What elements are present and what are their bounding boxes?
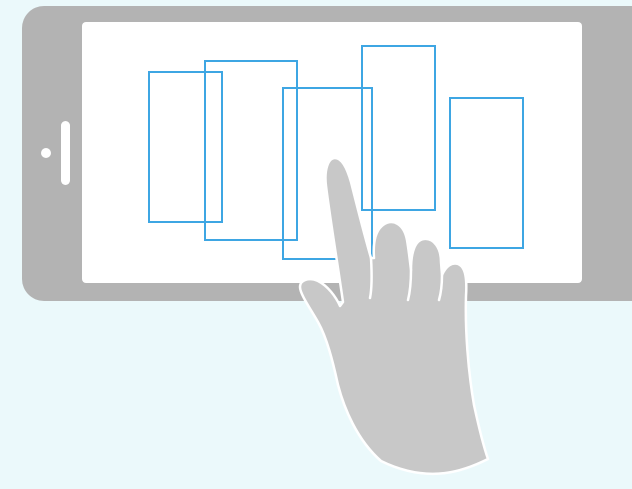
phone-screen bbox=[82, 22, 582, 283]
card-1[interactable] bbox=[148, 71, 223, 223]
card-4[interactable] bbox=[361, 45, 436, 211]
card-group bbox=[148, 45, 524, 260]
card-3[interactable] bbox=[282, 87, 373, 260]
pointing-hand-icon bbox=[298, 156, 490, 476]
card-2[interactable] bbox=[204, 60, 298, 241]
home-button[interactable] bbox=[61, 121, 70, 185]
camera-icon bbox=[41, 148, 51, 158]
card-5[interactable] bbox=[449, 97, 524, 249]
